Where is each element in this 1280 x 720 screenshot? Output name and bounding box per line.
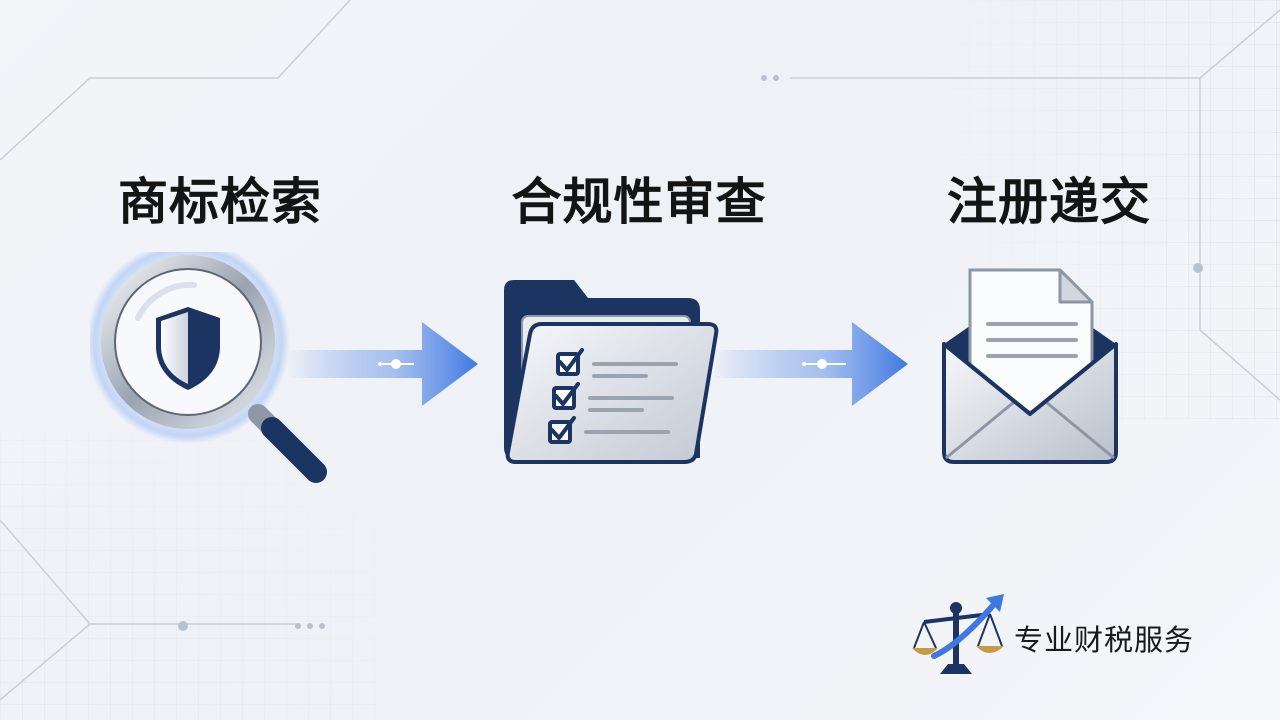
brand-name: 专业财税服务 (1014, 623, 1195, 657)
scales-arrow-logo-icon (912, 594, 1004, 674)
step-title-trademark-search: 商标检索 (118, 173, 322, 231)
flow-arrow-2 (712, 322, 908, 406)
step-title-registration-submit: 注册递交 (947, 173, 1151, 231)
step-title-compliance-review: 合规性审查 (511, 173, 767, 231)
envelope-document-icon (942, 268, 1118, 464)
folder-checklist-icon (504, 280, 719, 464)
brand-block: 专业财税服务 (910, 592, 1250, 682)
magnifier-shield-icon (90, 252, 327, 483)
flow-arrow-1 (286, 322, 478, 406)
